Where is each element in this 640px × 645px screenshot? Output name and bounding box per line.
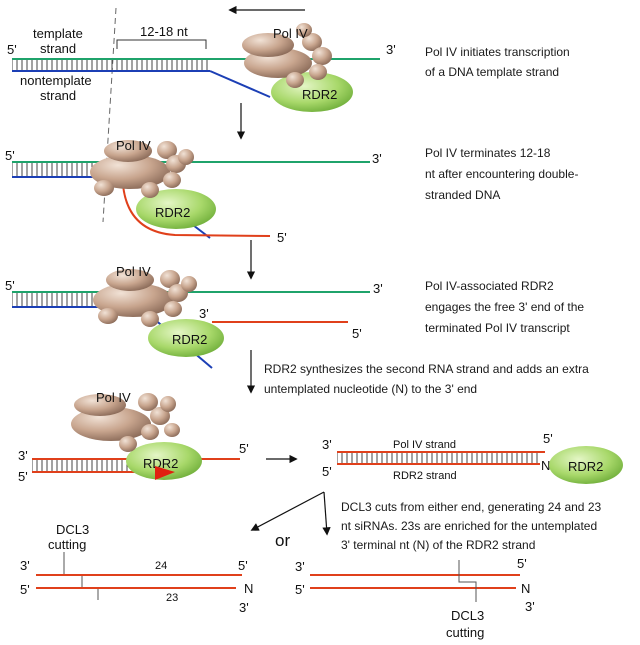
product-five-prime-bottom-label: 5'	[322, 464, 332, 479]
step2-pol4-enzyme	[90, 140, 194, 198]
step2-pol4-label: Pol IV	[116, 138, 151, 153]
right-five-prime-label: 5'	[295, 582, 305, 597]
step4-rdr2-enzyme	[126, 442, 202, 480]
step2-rna-strand	[122, 184, 271, 237]
right-n-label: N	[521, 581, 530, 596]
step4-desc-line2: untemplated nucleotide (N) to the 3' end	[264, 382, 477, 396]
fork-arrow-left	[250, 491, 325, 531]
step5-desc-line2: nt siRNAs. 23s are enriched for the unte…	[341, 519, 597, 533]
rdr2-strand-label: RDR2 strand	[393, 470, 457, 482]
step5-desc-line1: DCL3 cuts from either end, generating 24…	[341, 500, 601, 514]
step1-desc-line1: Pol IV initiates transcription	[425, 45, 570, 59]
step2-dna-rungs	[12, 162, 102, 176]
left-three-prime-right-label: 3'	[239, 600, 249, 615]
left-five-prime-label: 5'	[20, 582, 30, 597]
step3-three-prime-label: 3'	[373, 281, 383, 296]
left-dcl3-label-1: DCL3	[56, 522, 89, 537]
step2-rdr2-enzyme	[136, 189, 216, 229]
step2-rna-five-prime-label: 5'	[277, 230, 287, 245]
left-three-prime-label: 3'	[20, 558, 30, 573]
step4-desc-line1: RDR2 synthesizes the second RNA strand a…	[264, 362, 589, 376]
product-three-prime-label: 3'	[322, 437, 332, 452]
length-label: 12-18 nt	[140, 24, 188, 39]
step2-five-prime-label: 5'	[5, 148, 15, 163]
step4-group: 3' 5' 5' Pol IV RDR2	[18, 390, 249, 484]
step3-group: 5' 3' 3' 5' RDR2 Pol IV Pol IV-associate…	[5, 264, 584, 369]
product-n-label: N	[541, 458, 550, 473]
step3-rna-five-prime-label: 5'	[352, 326, 362, 341]
step3-rna-three-prime-label: 3'	[199, 306, 209, 321]
step1-pol4-label: Pol IV	[273, 26, 308, 41]
step2-group: 5' 3' 5' RDR2 Pol IV Pol IV terminates 1…	[5, 138, 578, 245]
step4-three-prime-label: 3'	[18, 448, 28, 463]
left-dcl3-label-2: cutting	[48, 537, 86, 552]
step2-rdr2-label: RDR2	[155, 205, 190, 220]
step4-pol4-enzyme	[71, 393, 180, 452]
reference-dashed-line	[102, 7, 117, 223]
left-len23-label: 23	[166, 592, 178, 604]
step3-desc-line2: engages the free 3' end of the	[425, 300, 584, 314]
step5-desc-line3: 3' terminal nt (N) of the RDR2 strand	[341, 538, 535, 552]
step1-group: 5' template strand nontemplate strand 12…	[7, 5, 570, 112]
left-len24-label: 24	[155, 560, 167, 572]
dna-base-pair-rungs	[12, 59, 208, 71]
product-rdr2-enzyme	[549, 446, 623, 484]
nontemplate-strand-label-2: strand	[40, 88, 76, 103]
step4-rdr2-label: RDR2	[143, 456, 178, 471]
left-n-label: N	[244, 581, 253, 596]
step2-desc-line1: Pol IV terminates 12-18	[425, 146, 551, 160]
step3-five-prime-label: 5'	[5, 278, 15, 293]
right-three-prime-label: 3'	[295, 559, 305, 574]
step3-rdr2-label: RDR2	[172, 332, 207, 347]
right-dcl3-label-1: DCL3	[451, 608, 484, 623]
left-five-prime-right-label: 5'	[238, 558, 248, 573]
product-group: 3' 5' 5' Pol IV strand RDR2 strand N RDR…	[322, 431, 623, 484]
fork-arrow-right	[322, 491, 331, 536]
left-product-group: DCL3 cutting 3' 5' 24 23 5' N 3'	[20, 522, 253, 615]
template-strand-label-2: strand	[40, 41, 76, 56]
step2-desc-line2: nt after encountering double-	[425, 167, 578, 181]
product-five-prime-top-label: 5'	[543, 431, 553, 446]
step1-five-prime-label: 5'	[7, 42, 17, 57]
pol4-enzyme	[242, 23, 332, 88]
step3-pol4-label: Pol IV	[116, 264, 151, 279]
step3-desc-line1: Pol IV-associated RDR2	[425, 279, 554, 293]
step2-desc-line3: stranded DNA	[425, 188, 500, 202]
nontemplate-strand-tail	[209, 70, 271, 98]
step3-desc-line3: terminated Pol IV transcript	[425, 321, 570, 335]
step3-pol4-enzyme	[93, 269, 197, 327]
length-bracket	[116, 39, 207, 49]
step4-five-prime-label: 5'	[18, 469, 28, 484]
step1-desc-line2: of a DNA template strand	[425, 65, 559, 79]
pol4-strand-label: Pol IV strand	[393, 439, 456, 451]
step2-three-prime-label: 3'	[372, 151, 382, 166]
nontemplate-strand-label-1: nontemplate	[20, 73, 92, 88]
right-three-prime-right-label: 3'	[525, 599, 535, 614]
step3-dna-rungs	[12, 292, 102, 306]
right-product-group: 3' 5' 5' N 3' DCL3 cutting	[295, 556, 535, 640]
right-five-prime-right-label: 5'	[517, 556, 527, 571]
step1-rdr2-label: RDR2	[302, 87, 337, 102]
step4-pol4-label: Pol IV	[96, 390, 131, 405]
right-dcl3-label-2: cutting	[446, 625, 484, 640]
product-rungs	[337, 452, 540, 464]
product-rdr2-label: RDR2	[568, 459, 603, 474]
step3-rdr2-enzyme	[148, 319, 224, 357]
left-dcl3-cut-line	[63, 552, 99, 600]
or-label: or	[275, 531, 290, 550]
rdr2-pointer-icon	[155, 466, 175, 480]
template-strand-label-1: template	[33, 26, 83, 41]
step1-three-prime-label: 3'	[386, 42, 396, 57]
step4-right-five-prime-label: 5'	[239, 441, 249, 456]
right-dcl3-cut-line	[458, 560, 477, 602]
